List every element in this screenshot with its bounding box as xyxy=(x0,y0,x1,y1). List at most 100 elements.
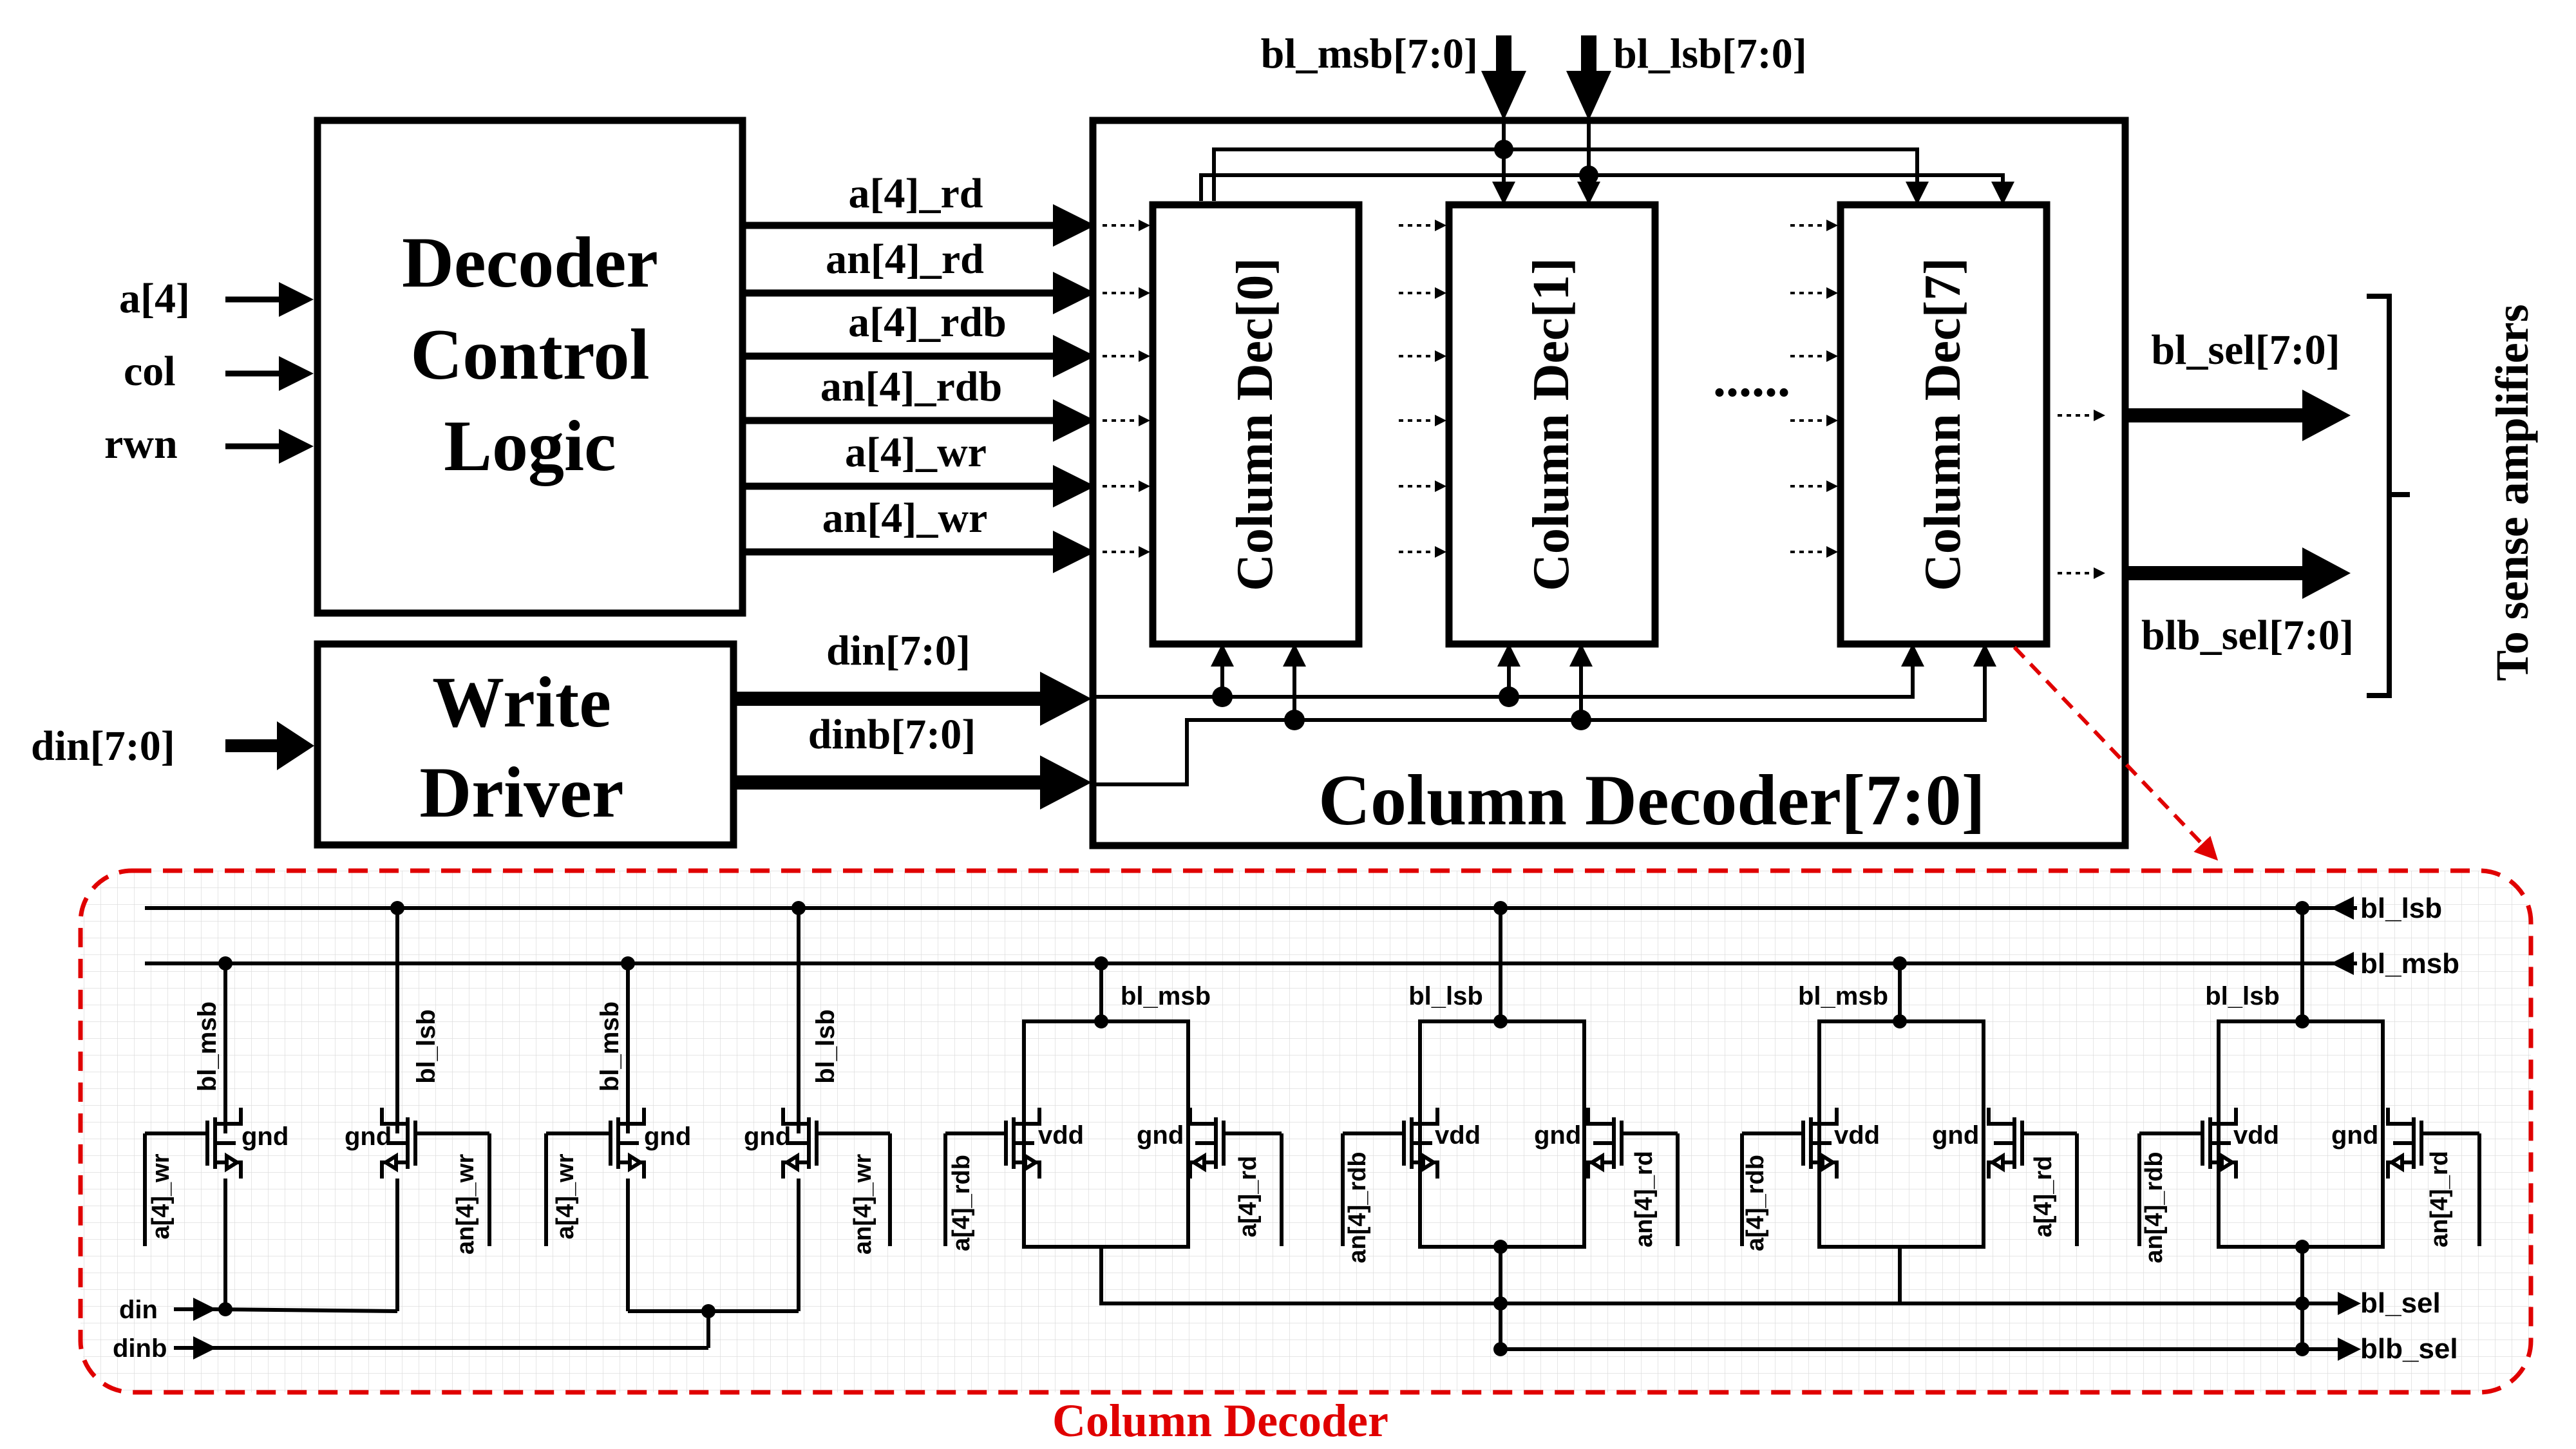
node-bl-lsb-2: bl_lsb xyxy=(2205,982,2280,1010)
input-rwn: rwn xyxy=(104,421,178,468)
input-a4: a[4] xyxy=(119,275,190,322)
dcl-line2: Control xyxy=(410,315,649,395)
input-col: col xyxy=(124,348,176,395)
out-blb-sel: blb_sel[7:0] xyxy=(2141,612,2354,659)
svg-text:an[4]_rdb: an[4]_rdb xyxy=(2141,1151,2168,1263)
sch-out-bl-sel: bl_sel xyxy=(2360,1287,2441,1319)
rail-bl-lsb: bl_lsb xyxy=(2360,893,2442,924)
sig-dinb: dinb[7:0] xyxy=(808,711,976,758)
write-section-junctions xyxy=(218,901,806,1318)
schematic-io-wires xyxy=(174,1292,2361,1361)
column-dec-0: Column Dec[0] xyxy=(1149,201,1363,648)
mosfet-0 xyxy=(143,1108,243,1246)
svg-text:an[4]_rd: an[4]_rd xyxy=(2426,1151,2453,1247)
mosfet-6 xyxy=(1341,1108,1439,1246)
svg-text:a[4]_wr: a[4]_wr xyxy=(552,1153,579,1239)
svg-text:a[4]_rdb: a[4]_rdb xyxy=(948,1155,975,1251)
schematic-panel xyxy=(78,868,2533,1395)
svg-text:gnd: gnd xyxy=(2331,1121,2378,1150)
mosfet-2 xyxy=(544,1108,646,1246)
column-dec-ellipsis: ...... xyxy=(1713,351,1790,408)
zoom-pointer xyxy=(2012,645,2219,861)
top-bl-lsb: bl_lsb[7:0] xyxy=(1613,30,1807,77)
mosfet-11 xyxy=(2386,1108,2481,1246)
din-junctions xyxy=(1212,687,1591,730)
sig-a4-rdb: a[4]_rdb xyxy=(848,299,1007,346)
schematic-title: Column Decoder xyxy=(1052,1395,1388,1446)
left-inputs xyxy=(225,282,314,464)
output-brace xyxy=(2367,294,2410,698)
dcl-line1: Decoder xyxy=(402,223,658,303)
column-dec-1-label: Column Dec[1] xyxy=(1523,258,1580,591)
svg-text:gnd: gnd xyxy=(242,1122,289,1151)
sch-out-blb-sel: blb_sel xyxy=(2360,1333,2458,1365)
wd-line1: Write xyxy=(432,663,611,743)
node-bl-msb-w2: bl_msb xyxy=(596,1001,624,1092)
dcl-line3: Logic xyxy=(444,406,616,486)
svg-text:gnd: gnd xyxy=(345,1122,392,1151)
node-bl-lsb-w2: bl_lsb xyxy=(811,1009,840,1084)
sig-an4-rd: an[4]_rd xyxy=(826,236,984,283)
sig-a4-rd: a[4]_rd xyxy=(849,170,983,217)
svg-text:an[4]_rdb: an[4]_rdb xyxy=(1344,1151,1371,1263)
svg-text:an[4]_wr: an[4]_wr xyxy=(452,1154,479,1255)
rail-bl-msb: bl_msb xyxy=(2360,948,2459,980)
top-bl-msb: bl_msb[7:0] xyxy=(1261,30,1478,77)
junction-msb xyxy=(1494,140,1513,159)
mosfet-8 xyxy=(1740,1108,1839,1246)
bl-lsb-bus xyxy=(1581,35,1596,74)
svg-text:gnd: gnd xyxy=(1137,1121,1184,1150)
write-section-wiring xyxy=(212,908,800,1350)
bl-distribution-wires xyxy=(1199,120,2014,205)
bl-lsb-arrow xyxy=(1566,71,1611,120)
mosfet-5 xyxy=(1188,1108,1283,1246)
svg-text:gnd: gnd xyxy=(1534,1121,1581,1150)
node-bl-lsb-w1: bl_lsb xyxy=(412,1009,440,1084)
column-decoder-array-block xyxy=(1089,117,2129,849)
svg-text:an[4]_wr: an[4]_wr xyxy=(849,1154,876,1255)
svg-text:gnd: gnd xyxy=(1932,1121,1979,1150)
sch-in-din: din xyxy=(119,1296,158,1324)
mosfet-7 xyxy=(1586,1108,1680,1246)
svg-text:a[4]_rd: a[4]_rd xyxy=(1235,1156,1262,1238)
mosfet-9 xyxy=(1987,1108,2079,1246)
column-dec-0-label: Column Dec[0] xyxy=(1227,258,1283,591)
svg-text:vdd: vdd xyxy=(1435,1121,1481,1150)
control-signal-lines xyxy=(743,204,1095,573)
node-bl-lsb-1: bl_lsb xyxy=(1408,982,1483,1010)
column-dec-1: Column Dec[1] xyxy=(1445,201,1659,648)
svg-text:gnd: gnd xyxy=(644,1122,691,1151)
dinb-bus-arrow xyxy=(1040,755,1092,810)
bl-sel-arrow xyxy=(2302,390,2351,441)
din-bus-arrow xyxy=(1040,672,1092,726)
din-input-arrow xyxy=(277,721,314,770)
svg-text:a[4]_rd: a[4]_rd xyxy=(2030,1156,2057,1238)
out-destination: To sense amplifiers xyxy=(2486,304,2538,681)
column-dec-7-label: Column Dec[7] xyxy=(1915,258,1971,591)
bl-msb-arrow xyxy=(1481,71,1526,120)
read-section-junctions xyxy=(1094,901,2309,1356)
supply-labels: gnd gnd gnd gnd vdd gnd vdd gnd vdd gnd … xyxy=(242,1121,2378,1151)
mosfet-10 xyxy=(2137,1108,2238,1246)
svg-text:vdd: vdd xyxy=(2233,1121,2279,1150)
blb-sel-arrow xyxy=(2302,547,2351,599)
decoder-control-logic-block: Decoder Control Logic xyxy=(314,117,746,617)
node-bl-msb-1: bl_msb xyxy=(1121,982,1211,1010)
sig-din: din[7:0] xyxy=(826,627,971,674)
svg-text:gnd: gnd xyxy=(744,1122,791,1151)
mosfet-3 xyxy=(781,1108,892,1246)
bl-msb-bus xyxy=(1496,35,1511,74)
mosfet-1 xyxy=(380,1108,491,1246)
column-decoder-array-title: Column Decoder[7:0] xyxy=(1318,761,1985,840)
schematic-rails xyxy=(145,896,2357,975)
node-bl-msb-w1: bl_msb xyxy=(193,1001,222,1092)
wd-line2: Driver xyxy=(419,753,623,833)
svg-text:vdd: vdd xyxy=(1834,1121,1880,1150)
svg-text:an[4]_rd: an[4]_rd xyxy=(1631,1151,1658,1247)
mosfet-4 xyxy=(943,1108,1041,1246)
out-bl-sel: bl_sel[7:0] xyxy=(2151,327,2340,374)
svg-text:a[4]_wr: a[4]_wr xyxy=(147,1153,175,1239)
column-dec-7: Column Dec[7] xyxy=(1837,201,2050,648)
svg-text:a[4]_rdb: a[4]_rdb xyxy=(1742,1155,1769,1251)
